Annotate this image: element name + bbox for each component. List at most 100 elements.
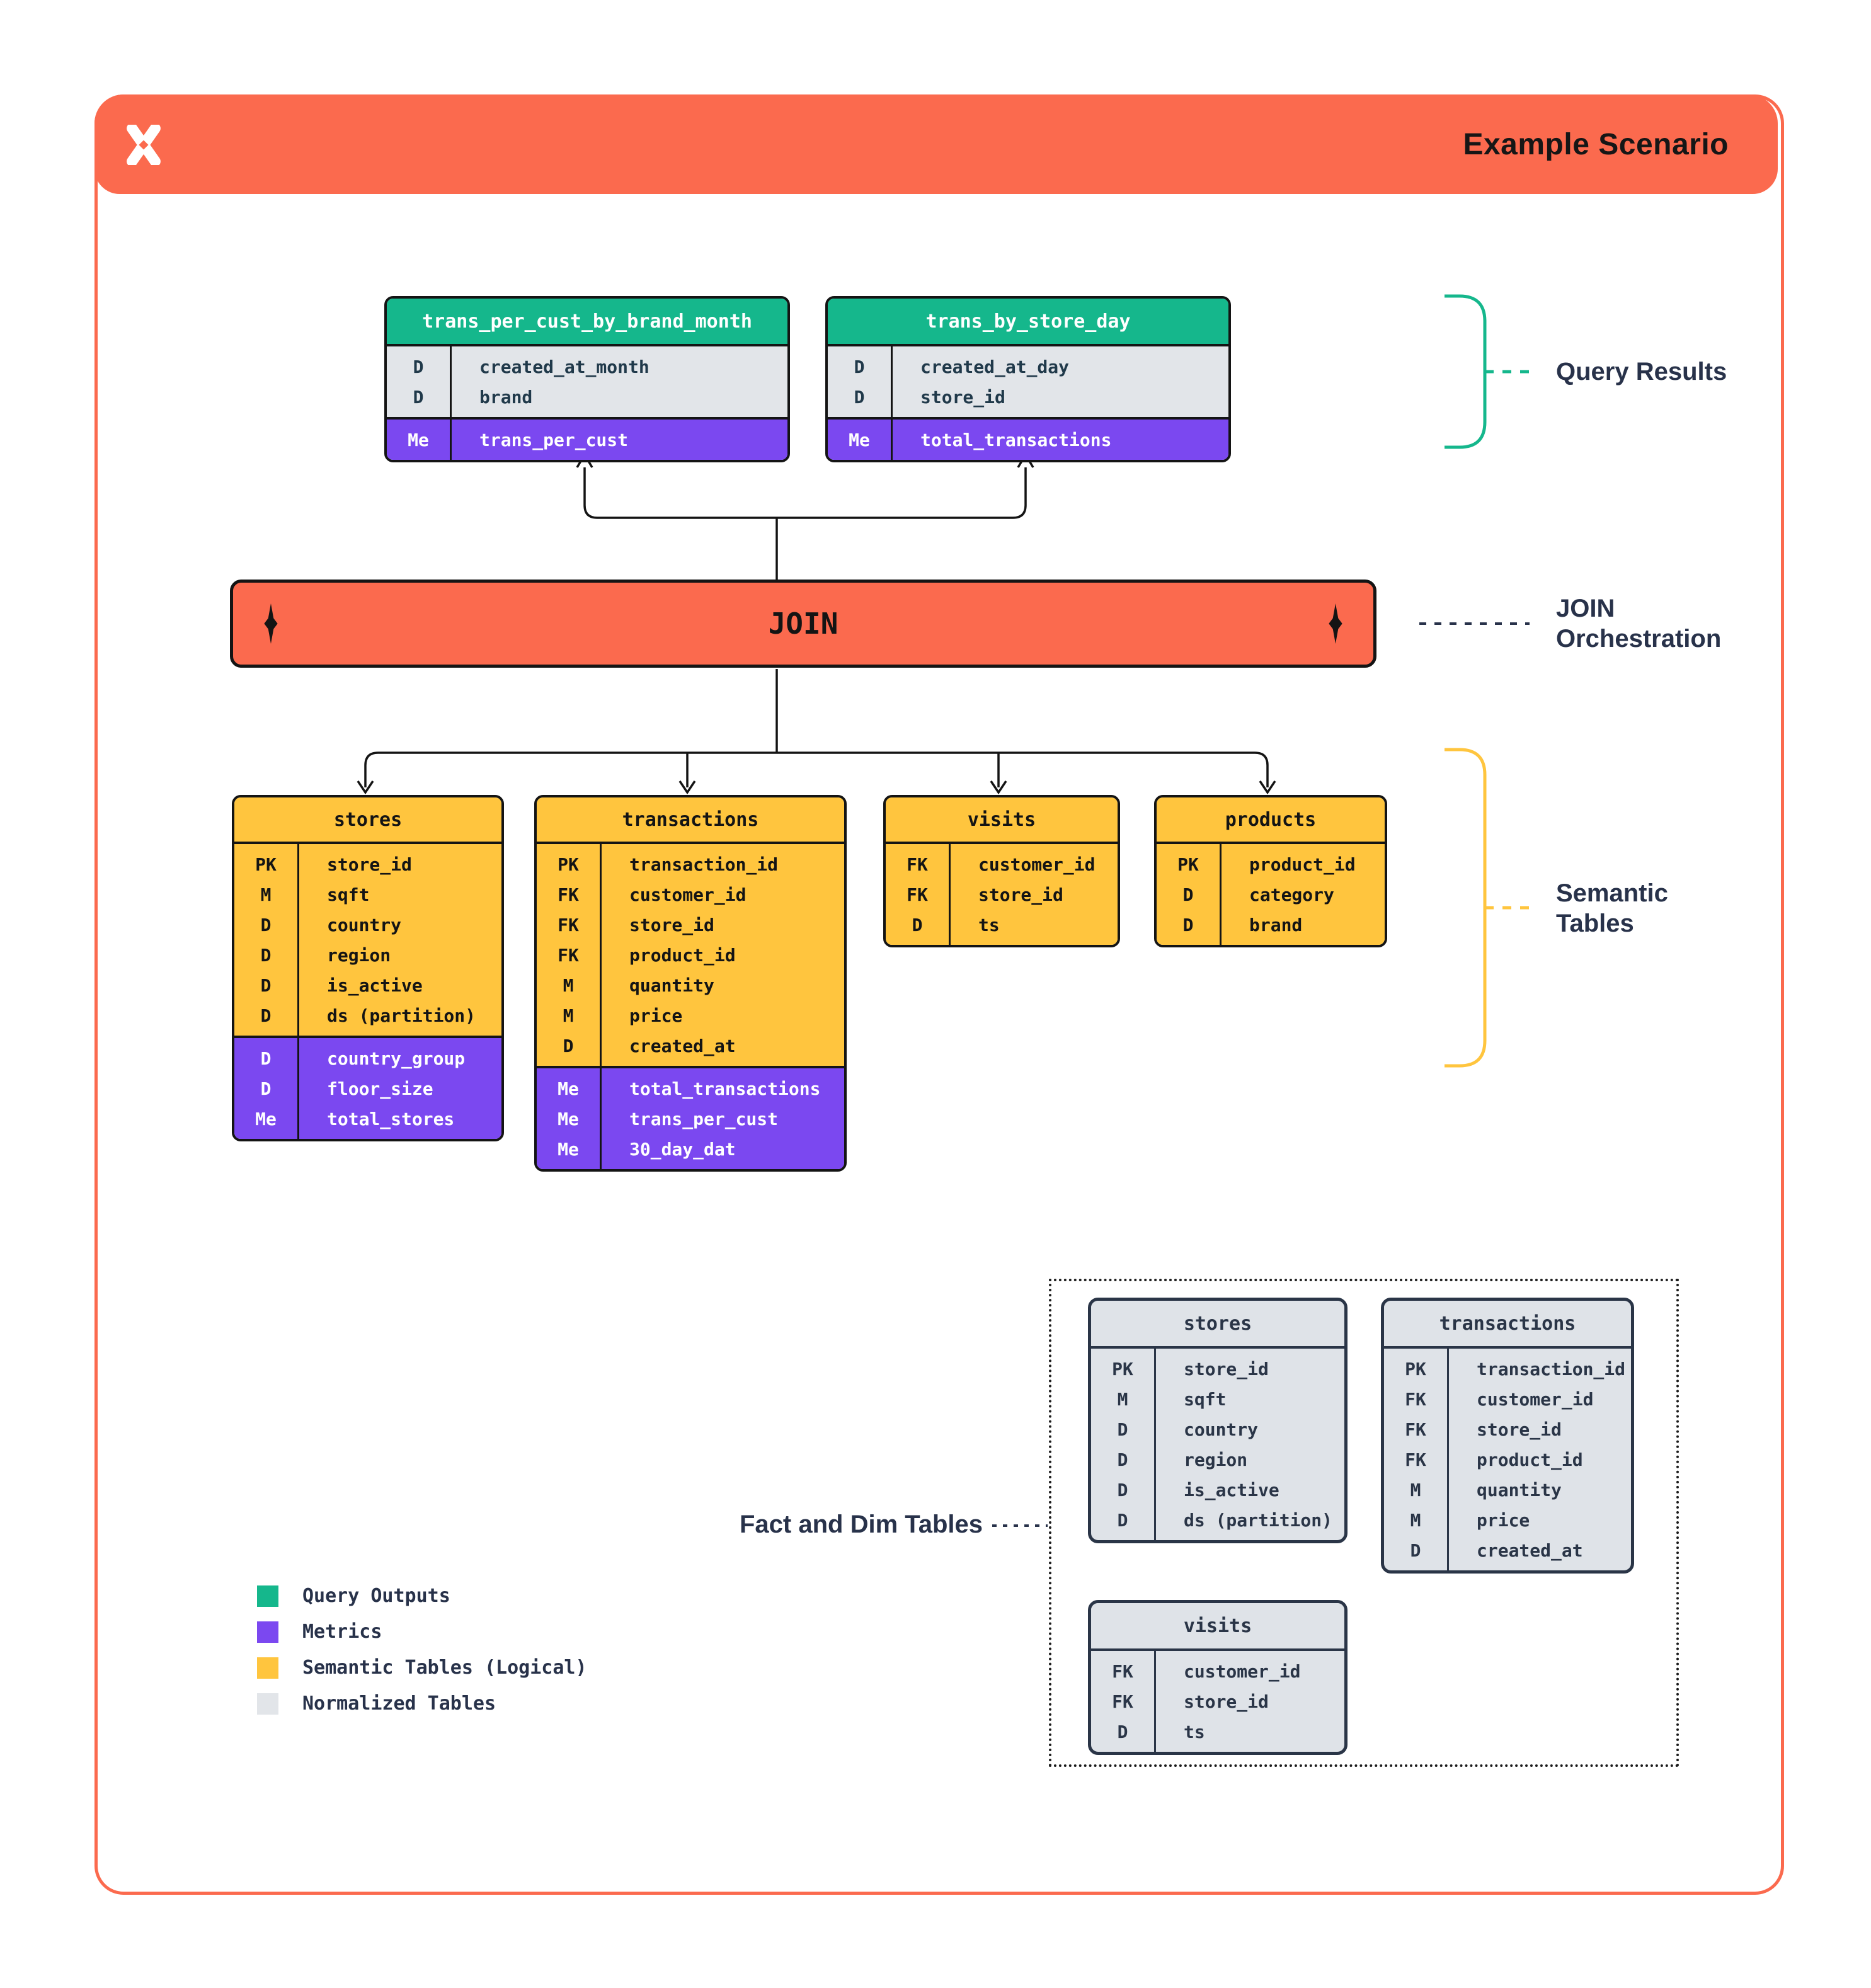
row-value: transaction_id xyxy=(629,854,779,875)
table-header: visits xyxy=(1091,1603,1344,1648)
query-table-trans-per-cust-by-brand-month: trans_per_cust_by_brand_month D D create… xyxy=(384,296,790,462)
row-key: D xyxy=(1182,884,1194,905)
row-key: D xyxy=(1117,1509,1128,1531)
row-value: region xyxy=(327,944,391,966)
key-column: Me xyxy=(387,420,452,460)
row-value: country xyxy=(1184,1419,1259,1440)
row-key: D xyxy=(260,1005,272,1026)
row-key: FK xyxy=(907,854,928,875)
row-value: store_id xyxy=(1184,1691,1269,1712)
normalized-tables-swatch xyxy=(257,1693,278,1715)
diamond-star-icon xyxy=(264,603,278,644)
normalized-table-visits: visits FK FK D customer_id store_id ts xyxy=(1088,1600,1347,1755)
row-value: price xyxy=(1477,1509,1530,1531)
row-key: PK xyxy=(255,854,277,875)
legend-item: Normalized Tables xyxy=(257,1693,587,1715)
key-column: Me Me Me xyxy=(537,1068,602,1169)
key-column: D D Me xyxy=(234,1038,299,1139)
row-key: D xyxy=(1117,1449,1128,1470)
row-key: M xyxy=(563,974,574,996)
value-column: store_id sqft country region is_active d… xyxy=(299,844,501,1036)
value-column: product_id category brand xyxy=(1222,844,1385,945)
row-key: D xyxy=(1410,1540,1421,1561)
semantic-table-transactions: transactions PK FK FK FK M M D transacti… xyxy=(534,795,847,1172)
row-key: Me xyxy=(558,1138,579,1160)
row-value: created_at xyxy=(1477,1540,1583,1561)
column-section: FK FK D customer_id store_id ts xyxy=(886,842,1118,945)
diamond-star-icon xyxy=(1329,603,1342,644)
value-column: transaction_id customer_id store_id prod… xyxy=(602,844,844,1066)
row-value: trans_per_cust xyxy=(479,429,629,450)
row-value: transaction_id xyxy=(1477,1358,1626,1380)
page-title: Example Scenario xyxy=(1463,127,1729,161)
row-value: ts xyxy=(1184,1721,1205,1742)
row-key: D xyxy=(260,1048,272,1069)
key-column: FK FK D xyxy=(886,844,951,945)
value-column: total_transactions xyxy=(893,420,1228,460)
row-key: Me xyxy=(408,429,429,450)
row-value: sqft xyxy=(1184,1388,1227,1410)
row-key: M xyxy=(1410,1479,1421,1500)
row-value: created_at_day xyxy=(920,356,1070,377)
row-value: 30_day_dat xyxy=(629,1138,736,1160)
row-value: floor_size xyxy=(327,1078,433,1099)
row-key: D xyxy=(260,974,272,996)
row-key: D xyxy=(854,356,865,377)
row-value: customer_id xyxy=(1477,1388,1594,1410)
key-column: PK M D D D D xyxy=(1091,1349,1156,1540)
row-key: PK xyxy=(1112,1358,1133,1380)
normalized-table-transactions: transactions PK FK FK FK M M D transacti… xyxy=(1381,1298,1634,1574)
row-value: is_active xyxy=(327,974,423,996)
join-label: JOIN xyxy=(768,607,838,641)
row-value: brand xyxy=(479,386,533,408)
table-header: stores xyxy=(234,797,501,842)
key-column: PK FK FK FK M M D xyxy=(1384,1349,1449,1570)
legend-item: Metrics xyxy=(257,1621,587,1643)
value-column: customer_id store_id ts xyxy=(1156,1651,1344,1752)
row-value: country_group xyxy=(327,1048,466,1069)
value-column: total_transactions trans_per_cust 30_day… xyxy=(602,1068,844,1169)
row-key: FK xyxy=(1405,1388,1426,1410)
semantic-tables-swatch xyxy=(257,1657,278,1679)
row-key: Me xyxy=(558,1078,579,1099)
key-column: Me xyxy=(828,420,893,460)
row-value: ts xyxy=(978,914,1000,935)
row-value: trans_per_cust xyxy=(629,1108,779,1129)
column-section: PK M D D D D store_id sqft country regio… xyxy=(1091,1346,1344,1540)
value-column: country_group floor_size total_stores xyxy=(299,1038,501,1139)
column-section: FK FK D customer_id store_id ts xyxy=(1091,1648,1344,1752)
dimension-section: D D created_at_day store_id xyxy=(828,344,1228,417)
table-header: products xyxy=(1157,797,1385,842)
row-key: Me xyxy=(849,429,870,450)
query-table-trans-by-store-day: trans_by_store_day D D created_at_day st… xyxy=(825,296,1231,462)
row-value: store_id xyxy=(1477,1419,1562,1440)
fact-dim-dotted-box xyxy=(1049,1279,1679,1767)
row-key: D xyxy=(563,1035,574,1056)
value-column: transaction_id customer_id store_id prod… xyxy=(1449,1349,1631,1570)
legend-item: Semantic Tables (Logical) xyxy=(257,1657,587,1679)
semantic-table-stores: stores PK M D D D D store_id sqft countr… xyxy=(232,795,504,1141)
column-section: PK FK FK FK M M D transaction_id custome… xyxy=(1384,1346,1631,1570)
row-value: store_id xyxy=(1184,1358,1269,1380)
row-key: M xyxy=(1117,1388,1128,1410)
key-column: PK D D xyxy=(1157,844,1222,945)
row-value: quantity xyxy=(629,974,714,996)
legend-item: Query Outputs xyxy=(257,1585,587,1607)
row-key: D xyxy=(260,914,272,935)
row-key: D xyxy=(1117,1721,1128,1742)
semantic-table-visits: visits FK FK D customer_id store_id ts xyxy=(883,795,1120,947)
row-key: FK xyxy=(1112,1660,1133,1682)
row-value: product_id xyxy=(1249,854,1356,875)
row-value: ds (partition) xyxy=(1184,1509,1333,1531)
metric-section: Me trans_per_cust xyxy=(387,417,787,460)
row-value: store_id xyxy=(920,386,1005,408)
value-column: created_at_day store_id xyxy=(893,346,1228,417)
row-key: FK xyxy=(907,884,928,905)
row-key: D xyxy=(912,914,923,935)
row-key: D xyxy=(1117,1479,1128,1500)
legend-label: Metrics xyxy=(302,1621,382,1643)
row-value: created_at_month xyxy=(479,356,649,377)
row-value: category xyxy=(1249,884,1334,905)
row-value: region xyxy=(1184,1449,1248,1470)
legend-label: Semantic Tables (Logical) xyxy=(302,1657,587,1679)
